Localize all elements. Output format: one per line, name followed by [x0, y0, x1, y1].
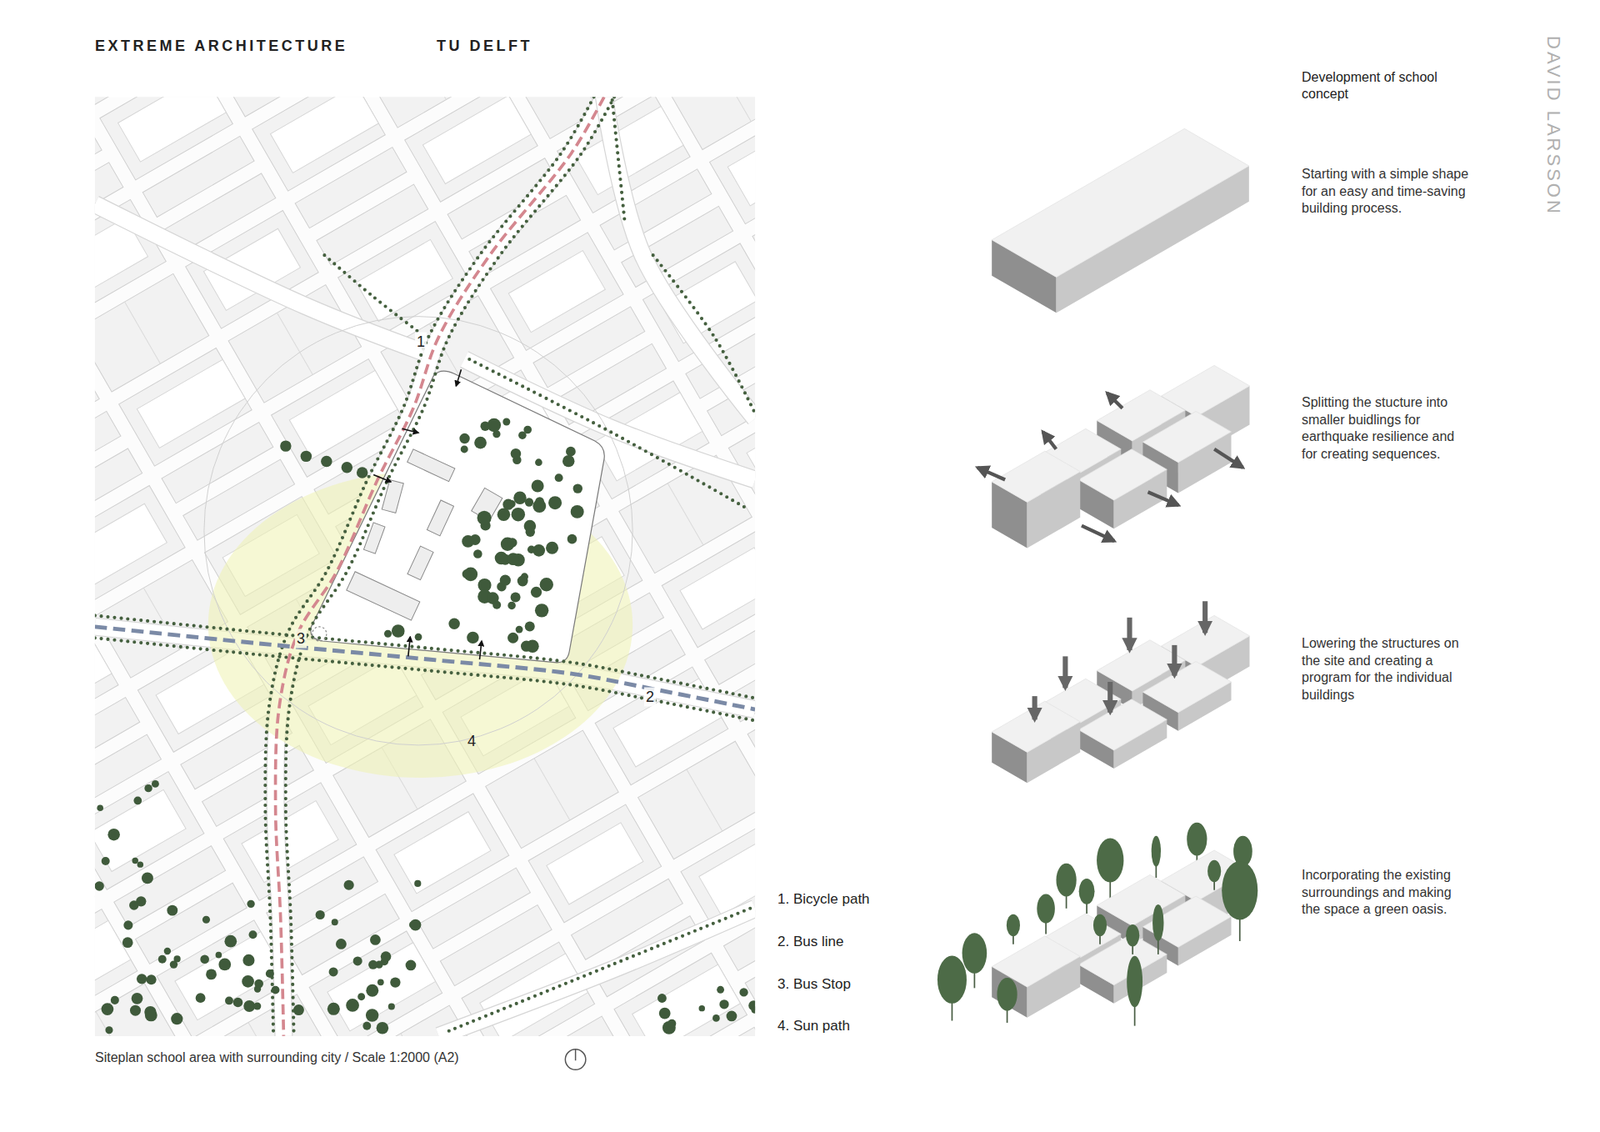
concept-heading: Development of school concept	[1301, 69, 1469, 103]
legend-entry: 2. Bus line	[777, 932, 844, 950]
callout-number: 2	[644, 687, 656, 707]
sheet-title: EXTREME ARCHITECTURE	[95, 36, 348, 56]
callout-number: 3	[295, 629, 307, 649]
site-plan	[95, 96, 755, 1036]
legend-entry: 1. Bicycle path	[777, 890, 870, 908]
plan-caption: Siteplan school area with surrounding ci…	[95, 1049, 460, 1066]
north-symbol	[565, 1049, 585, 1070]
concept-diagrams	[937, 128, 1258, 1025]
author-name: DAVID LARSSON	[1541, 35, 1565, 216]
callout-number: 4	[467, 731, 476, 751]
institution-name: TU DELFT	[436, 36, 533, 56]
concept-note: Splitting the stucture into smaller buid…	[1301, 394, 1473, 463]
legend-entry: 3. Bus Stop	[777, 975, 851, 993]
concept-note: Incorporating the existing surroundings …	[1301, 866, 1473, 919]
concept-note: Starting with a simple shape for an easy…	[1301, 165, 1473, 218]
callout-number: 1	[415, 332, 427, 352]
legend-entry: 4. Sun path	[777, 1016, 850, 1035]
concept-note: Lowering the structures on the site and …	[1301, 635, 1473, 704]
